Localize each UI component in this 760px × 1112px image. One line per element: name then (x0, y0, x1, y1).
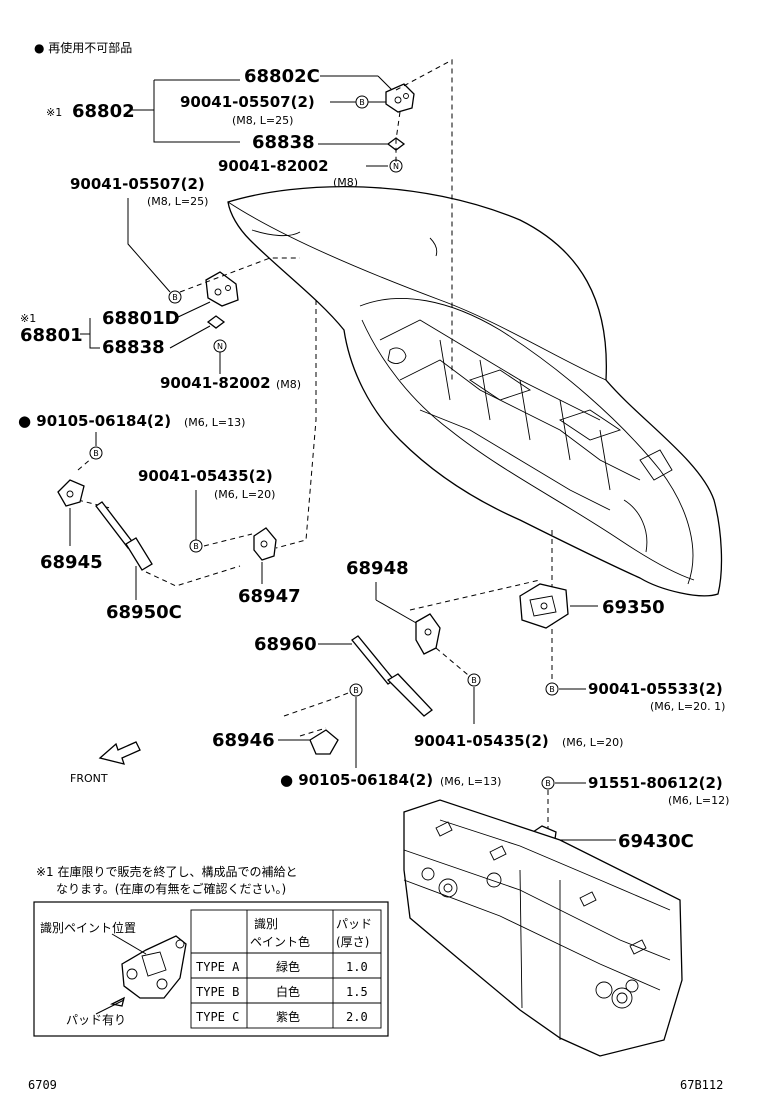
damper-68950C-icon[interactable] (95, 501, 153, 571)
footnote-line1: ※1 在庫限りで販売を終了し、構成品での補給と (36, 864, 298, 879)
legend-header-pad-2: (厚さ) (336, 935, 369, 949)
label-90105-06184-b[interactable]: ● 90105-06184(2) (280, 771, 433, 789)
hinge-68801D-icon[interactable] (205, 271, 239, 307)
svg-text:B: B (353, 686, 359, 695)
svg-text:B: B (172, 293, 178, 302)
spec-m6-l20-a: (M6, L=20) (214, 488, 275, 501)
svg-text:B: B (471, 676, 477, 685)
svg-text:B: B (549, 685, 555, 694)
hinge-sample-icon (95, 933, 187, 1015)
damper-68960-icon[interactable] (351, 635, 433, 717)
legend-header-paint-1: 識別 (254, 917, 278, 931)
legend-row-type: TYPE B (196, 985, 239, 999)
bracket-68948-icon[interactable] (415, 613, 441, 655)
hinge-68802C-icon[interactable] (385, 83, 415, 113)
label-mark1-b: ※1 (20, 312, 36, 325)
bolt-callout-b-8: B (541, 776, 555, 790)
label-69430C[interactable]: 69430C (618, 831, 694, 852)
pad-68838-b-icon[interactable] (206, 315, 226, 329)
pad-68838-a-icon[interactable] (386, 137, 406, 151)
label-mark1-a: ※1 (46, 106, 62, 119)
svg-text:B: B (545, 779, 551, 788)
legend-row-type: TYPE A (196, 960, 240, 974)
spec-m8-l25-a: (M8, L=25) (232, 114, 293, 127)
spec-m6-l12: (M6, L=12) (668, 794, 729, 807)
spec-m6-l20-b: (M6, L=20) (562, 736, 623, 749)
legend-row-type: TYPE C (196, 1010, 239, 1024)
legend-row-thickness: 1.0 (346, 960, 368, 974)
bolt-callout-b-5: B (545, 682, 559, 696)
spec-m8-b: (M8) (276, 378, 301, 391)
svg-text:B: B (93, 449, 99, 458)
front-label: FRONT (70, 772, 108, 785)
svg-text:B: B (359, 98, 365, 107)
footer-left-code: 6709 (28, 1078, 57, 1092)
body-back-panel (403, 799, 683, 1057)
spec-m8-a: (M8) (333, 176, 358, 189)
bracket-68945-icon[interactable] (57, 479, 85, 507)
spec-m8-l25-b: (M8, L=25) (147, 195, 208, 208)
back-door-panel (227, 185, 723, 597)
bolt-callout-b-4: B (189, 539, 203, 553)
label-68802[interactable]: 68802 (72, 101, 135, 122)
label-68801D[interactable]: 68801D (102, 308, 180, 329)
legend-row-thickness: 2.0 (346, 1010, 368, 1024)
footer-right-code: 67B112 (680, 1078, 723, 1092)
bolt-callout-b-7: B (349, 683, 363, 697)
label-68838-b[interactable]: 68838 (102, 337, 165, 358)
label-69350[interactable]: 69350 (602, 597, 665, 618)
legend-header-paint-2: ペイント色 (250, 935, 310, 949)
label-68838-a[interactable]: 68838 (252, 132, 315, 153)
svg-text:B: B (193, 542, 199, 551)
label-68960[interactable]: 68960 (254, 634, 317, 655)
label-90041-05435-b[interactable]: 90041-05435(2) (414, 732, 549, 750)
label-68948[interactable]: 68948 (346, 558, 409, 579)
legend-row-color: 緑色 (276, 959, 300, 974)
svg-text:N: N (217, 342, 223, 351)
label-90041-82002-b[interactable]: 90041-82002 (160, 374, 271, 392)
bolt-callout-b-3: B (89, 446, 103, 460)
bolt-callout-b-2: B (168, 290, 182, 304)
spec-m6-l13-a: (M6, L=13) (184, 416, 245, 429)
label-68945[interactable]: 68945 (40, 552, 103, 573)
assembly-dashed-lines (77, 59, 553, 830)
lock-69350-icon[interactable] (519, 583, 569, 629)
bolt-callout-b-1: B (355, 95, 369, 109)
label-68950C[interactable]: 68950C (106, 602, 182, 623)
legend-row-thickness: 1.5 (346, 985, 368, 999)
label-68801[interactable]: 68801 (20, 325, 83, 346)
svg-text:N: N (393, 162, 399, 171)
bolt-callout-b-6: B (467, 673, 481, 687)
label-68946[interactable]: 68946 (212, 730, 275, 751)
nut-callout-n-2: N (213, 339, 227, 353)
leaders-68801 (80, 198, 221, 374)
label-90041-05533[interactable]: 90041-05533(2) (588, 680, 723, 698)
legend-pad: パッド有り (66, 1013, 126, 1027)
legend-row-color: 白色 (276, 984, 300, 999)
spec-m6-l20-1: (M6, L=20. 1) (650, 700, 725, 713)
bracket-68947-icon[interactable] (253, 527, 277, 561)
footnote-line2: なります。(在庫の有無をご確認ください。) (56, 881, 286, 896)
spec-m6-l13-b: (M6, L=13) (440, 775, 501, 788)
note-non-reusable: ● 再使用不可部品 (34, 40, 132, 55)
legend-header-pad-1: パッド (336, 917, 372, 931)
label-90041-05435-a[interactable]: 90041-05435(2) (138, 467, 273, 485)
legend-paint-position: 識別ペイント位置 (40, 920, 136, 935)
label-68947[interactable]: 68947 (238, 586, 301, 607)
front-arrow-icon (98, 741, 141, 765)
leaders-68802 (132, 75, 397, 167)
label-90041-05507-b[interactable]: 90041-05507(2) (70, 175, 205, 193)
legend-row-color: 紫色 (276, 1010, 300, 1024)
label-90041-05507-a[interactable]: 90041-05507(2) (180, 93, 315, 111)
bracket-68946-icon[interactable] (309, 729, 339, 755)
label-90041-82002-a[interactable]: 90041-82002 (218, 157, 329, 175)
legend-box: 識別ペイント位置 パッド有り 識別 ペイント色 パッド (厚さ) TYPE A … (33, 901, 389, 1037)
label-68802C[interactable]: 68802C (244, 66, 320, 87)
label-91551-80612[interactable]: 91551-80612(2) (588, 774, 723, 792)
label-90105-06184-a[interactable]: ● 90105-06184(2) (18, 412, 171, 430)
